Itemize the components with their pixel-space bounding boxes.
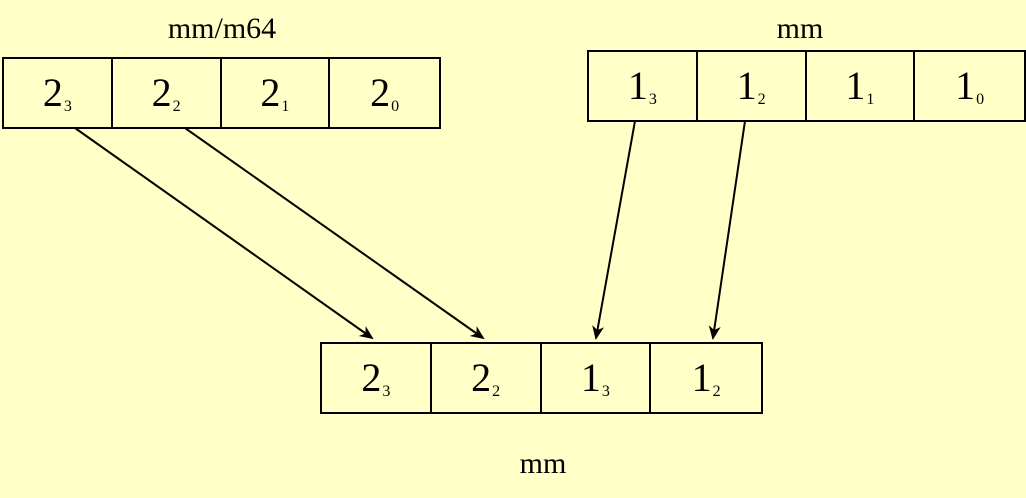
arrow-src1-2-to-dest-2: [184, 127, 485, 340]
arrow-src2-2-to-dest-0: [708, 120, 746, 340]
destination-operand-label: mm: [519, 447, 567, 480]
source-operand-2-label: mm: [776, 12, 824, 45]
source-operand-1-label: mm/m64: [167, 12, 277, 45]
arrow-src2-3-to-dest-1: [592, 120, 636, 340]
arrow-src1-3-to-dest-3: [74, 127, 374, 340]
